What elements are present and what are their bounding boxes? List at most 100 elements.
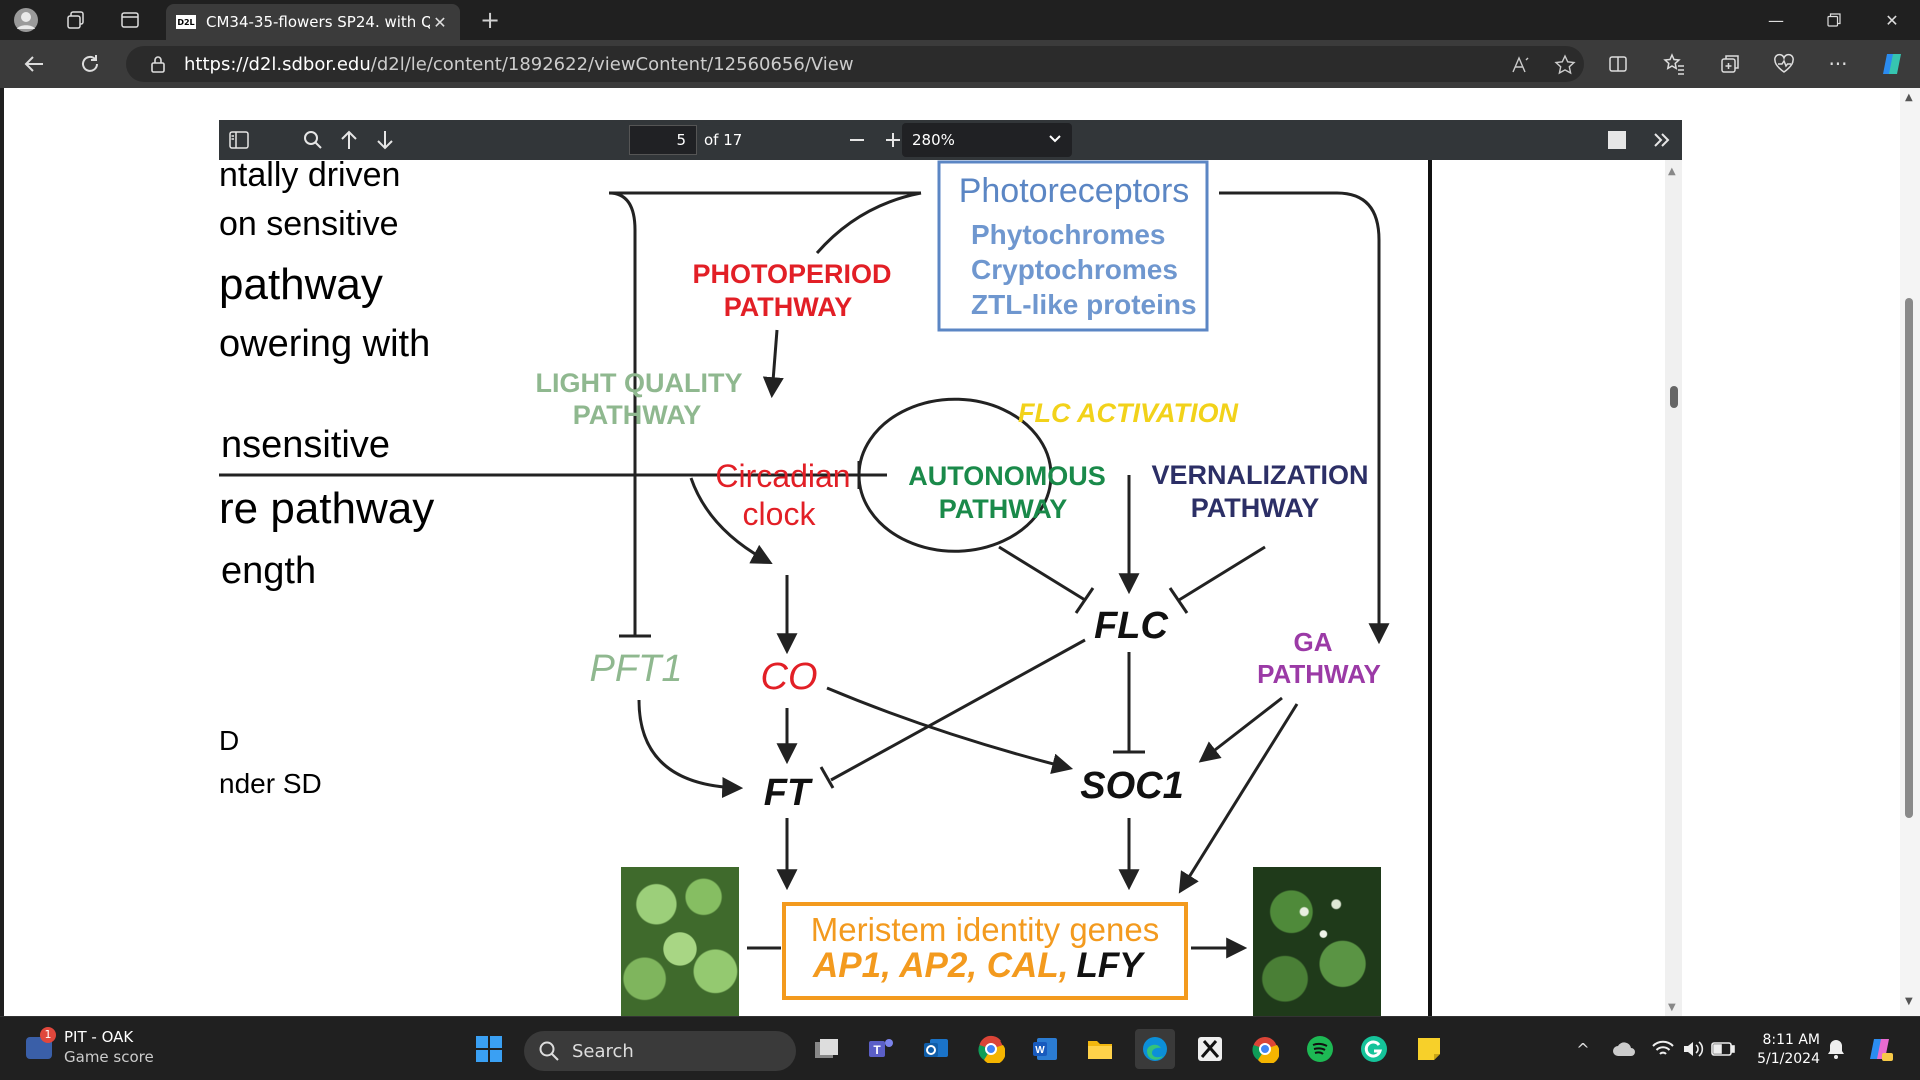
volume-icon[interactable] (1673, 1029, 1713, 1069)
close-tab-icon[interactable]: ✕ (433, 12, 447, 32)
back-icon[interactable] (20, 50, 48, 78)
task-view-icon[interactable] (807, 1029, 847, 1069)
notifications-bell-icon[interactable] (1816, 1029, 1856, 1069)
edge-icon[interactable] (1135, 1029, 1175, 1069)
pdf-scrollbar-thumb[interactable] (1670, 386, 1678, 408)
autonomous-pathway-label: AUTONOMOUS (908, 461, 1106, 491)
clock-date: 5/1/2024 (1757, 1051, 1820, 1067)
search-icon (539, 1041, 559, 1061)
meristem-title: Meristem identity genes (811, 911, 1159, 948)
light-quality-pathway-label: LIGHT QUALITY (536, 368, 743, 398)
wifi-icon[interactable] (1643, 1029, 1683, 1069)
word-icon[interactable]: W (1025, 1029, 1065, 1069)
scroll-down-icon[interactable]: ▼ (1905, 996, 1913, 1007)
outlook-icon[interactable] (916, 1029, 956, 1069)
collections-icon[interactable] (1716, 50, 1744, 78)
minimize-icon[interactable]: — (1768, 10, 1784, 30)
page-number-input[interactable]: 5 (629, 125, 697, 155)
teams-icon[interactable]: T (861, 1029, 901, 1069)
scroll-up-icon[interactable]: ▲ (1905, 92, 1913, 103)
grammarly-icon[interactable] (1354, 1029, 1394, 1069)
meristem-genes-lfy: LFY (1076, 946, 1145, 985)
copilot-taskbar-icon[interactable] (1860, 1029, 1900, 1069)
zoom-in-icon[interactable] (879, 126, 907, 154)
more-tools-icon[interactable] (1647, 126, 1675, 154)
chrome-profile-icon[interactable] (971, 1029, 1011, 1069)
svg-text:W: W (1035, 1045, 1045, 1056)
edge-pft1-ft (637, 699, 744, 798)
address-bar-row: https://d2l.sdbor.edu/d2l/le/content/189… (0, 40, 1920, 88)
clock-time: 8:11 AM (1762, 1032, 1820, 1048)
meristem-genes: AP1, AP2, CAL,LFY (812, 946, 1145, 985)
performance-heart-icon[interactable] (1770, 50, 1798, 78)
ga-pathway-label: PATHWAY (1257, 659, 1381, 689)
system-clock[interactable]: 8:11 AM 5/1/2024 (1757, 1031, 1820, 1069)
sidebar-toggle-icon[interactable] (225, 126, 253, 154)
ft-node: FT (764, 772, 813, 814)
page-text-line: re pathway (219, 484, 435, 533)
page-scrollbar-thumb[interactable] (1905, 298, 1913, 818)
flowering-plant-photo (1253, 867, 1381, 1016)
split-screen-icon[interactable] (1604, 50, 1632, 78)
read-aloud-icon[interactable] (1510, 54, 1532, 76)
battery-icon[interactable] (1703, 1029, 1743, 1069)
pdf-toolbar: 5 of 17 280% (219, 120, 1682, 160)
previous-page-icon[interactable] (335, 126, 363, 154)
zoom-select[interactable]: 280% (902, 123, 1072, 157)
chevron-down-icon (1048, 131, 1062, 149)
fit-page-icon[interactable] (1603, 126, 1631, 154)
more-options-icon[interactable]: ··· (1828, 52, 1848, 76)
chevron-up-icon[interactable]: ^ (1576, 1039, 1590, 1059)
tab-actions-icon[interactable] (116, 6, 144, 34)
photoperiod-pathway-label: PHOTOPERIOD (692, 259, 891, 289)
photoreceptors-box (937, 160, 1209, 332)
page-divider (1428, 160, 1432, 1016)
edge-photoreceptors-ga (1219, 191, 1390, 645)
file-explorer-icon[interactable] (1080, 1029, 1120, 1069)
light-quality-pathway-label: PATHWAY (573, 400, 702, 430)
refresh-icon[interactable] (76, 50, 104, 78)
ga-pathway-label: GA (1294, 627, 1333, 657)
profile-icon[interactable] (12, 6, 40, 34)
chrome-icon[interactable] (1245, 1029, 1285, 1069)
pdf-scroll-down-icon[interactable]: ▼ (1668, 1002, 1676, 1013)
taskbar-search[interactable]: Search (524, 1031, 796, 1071)
page-scrollbar[interactable]: ▲ ▼ (1900, 88, 1920, 1016)
pdf-viewport[interactable]: ntally driven on sensitive pathway oweri… (219, 160, 1682, 1016)
next-page-icon[interactable] (371, 126, 399, 154)
photoperiod-pathway-label: PATHWAY (724, 292, 853, 322)
pdf-scrollbar[interactable]: ▲ ▼ (1665, 160, 1682, 1016)
snipping-tool-icon[interactable] (1190, 1029, 1230, 1069)
spotify-icon[interactable] (1300, 1029, 1340, 1069)
windows-start-icon[interactable] (469, 1029, 509, 1069)
notification-badge: 1 (40, 1027, 56, 1043)
pdf-page: ntally driven on sensitive pathway oweri… (219, 160, 1430, 1016)
edge-vernalization-flc (1178, 545, 1266, 602)
favorite-star-icon[interactable] (1554, 54, 1576, 76)
workspaces-icon[interactable] (62, 6, 90, 34)
vegetative-plant-photo (621, 867, 739, 1016)
zoom-out-icon[interactable] (843, 126, 871, 154)
pdf-scroll-up-icon[interactable]: ▲ (1668, 166, 1676, 177)
co-node: CO (761, 656, 818, 698)
url-path: /d2l/le/content/1892622/viewContent/1256… (370, 53, 854, 75)
flc-node: FLC (1094, 605, 1168, 647)
url-field[interactable]: https://d2l.sdbor.edu/d2l/le/content/189… (126, 46, 1584, 82)
favorites-icon[interactable] (1660, 50, 1688, 78)
autonomous-pathway-label: PATHWAY (939, 494, 1068, 524)
close-window-icon[interactable]: ✕ (1885, 10, 1899, 30)
page-text-line: nder SD (219, 768, 322, 799)
restore-icon[interactable] (1806, 0, 1862, 40)
sticky-notes-icon[interactable] (1409, 1029, 1449, 1069)
inhibit-bar-autonomous (1074, 587, 1095, 614)
active-browser-tab[interactable]: D2L CM34-35-flowers SP24. with Q â ✕ (166, 4, 460, 40)
new-tab-icon[interactable]: + (479, 6, 501, 34)
weather-widget[interactable]: 1 PIT - OAK Game score (22, 1027, 154, 1067)
edge-photoperiod-clock (762, 329, 784, 399)
clock-loop-arrow (689, 477, 773, 564)
copilot-icon[interactable] (1878, 50, 1906, 78)
flowering-pathways-diagram: Photoreceptors Phytochromes Cryptochrome… (219, 160, 1390, 1000)
onedrive-icon[interactable] (1604, 1029, 1644, 1069)
pdf-search-icon[interactable] (299, 126, 327, 154)
lock-icon[interactable] (148, 54, 168, 74)
